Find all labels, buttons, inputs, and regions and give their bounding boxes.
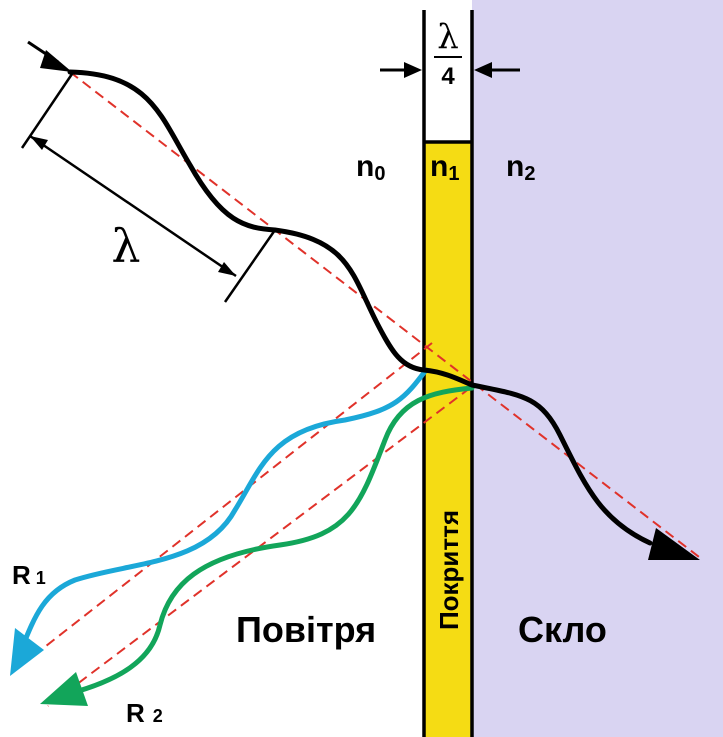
incident-guide-line (69, 71, 704, 561)
wavelength-label: λ (111, 219, 140, 273)
n2-label: n2 (506, 150, 535, 185)
arrow-head-icon (474, 62, 492, 78)
thickness-marker: λ 4 (380, 17, 520, 90)
arrow-head-icon (218, 262, 236, 276)
arrow-right-icon (40, 50, 72, 72)
wavelength-tick-end (223, 229, 277, 303)
arrow-head-icon (10, 628, 44, 676)
reflected-wave-1 (19, 367, 429, 651)
arrow-head-icon (40, 672, 88, 706)
glass-label: Скло (518, 609, 607, 650)
incident-wave (67, 69, 653, 546)
r2-label-sub: 2 (153, 706, 163, 726)
coating-label: Покриття (434, 510, 464, 630)
reflected-guide-line-1 (17, 342, 433, 669)
n2-label-sub: 2 (524, 163, 535, 185)
n0-label-base: n (356, 150, 374, 183)
glass-region (472, 0, 723, 737)
arrow-head-icon (30, 136, 48, 150)
wavelength-dimension-line (29, 134, 237, 278)
reflected-wave-2 (65, 385, 475, 697)
n1-label: n1 (430, 150, 459, 185)
r2-label-base: R (126, 698, 145, 728)
quarter-lambda-numerator: λ (437, 17, 459, 57)
air-label: Повітря (236, 609, 376, 650)
arrow-head-icon (404, 62, 422, 78)
r1-label-base: R (12, 560, 31, 590)
wavelength-dimension (20, 73, 277, 303)
n0-label: n0 (356, 150, 385, 185)
n1-label-sub: 1 (448, 163, 459, 185)
quarter-lambda-denominator: 4 (441, 63, 455, 90)
arrow-head-icon (648, 528, 700, 560)
n1-label-base: n (430, 150, 448, 183)
n0-label-sub: 0 (374, 163, 385, 185)
r1-label-sub: 1 (36, 568, 46, 588)
coating-layer (424, 142, 472, 737)
n2-label-base: n (506, 150, 524, 183)
